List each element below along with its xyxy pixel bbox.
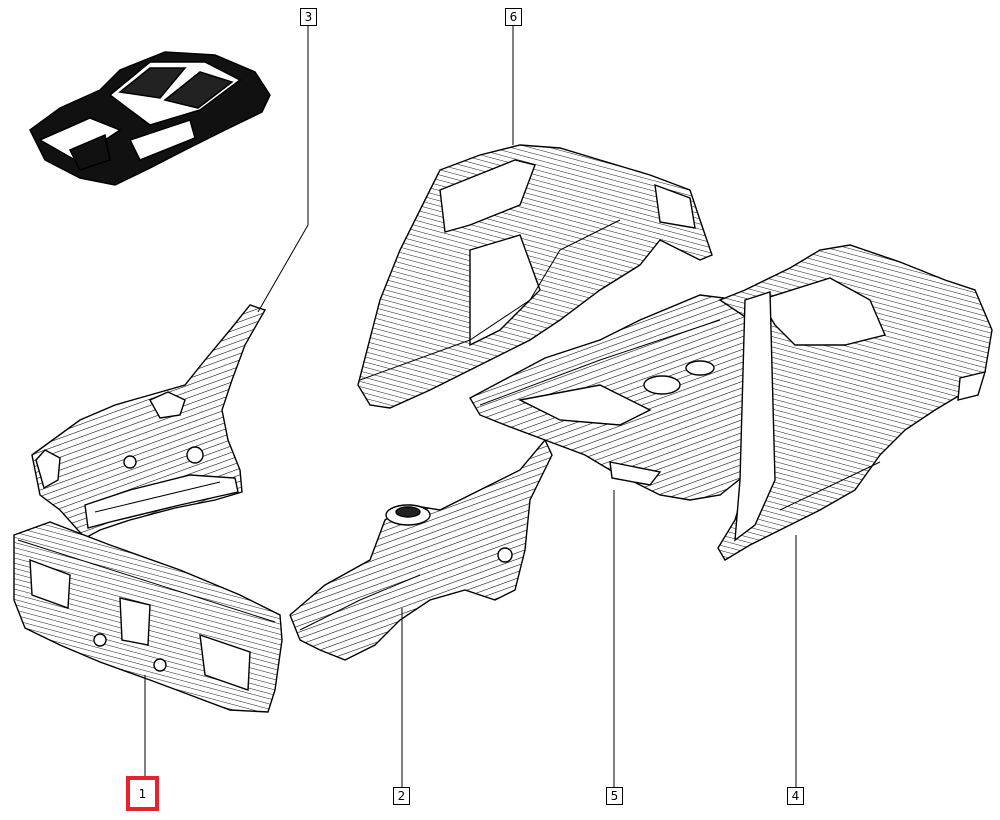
body-shell-thumbnail xyxy=(29,51,271,186)
callout-2[interactable]: 2 xyxy=(393,787,410,805)
callout-5-label: 5 xyxy=(610,789,619,803)
callout-4[interactable]: 4 xyxy=(787,787,804,805)
callout-2-label: 2 xyxy=(397,789,406,803)
callout-4-label: 4 xyxy=(791,789,800,803)
part-2-front-side-member xyxy=(289,438,553,661)
part-3-front-wheelhouse xyxy=(31,304,267,539)
callout-3-label: 3 xyxy=(304,10,313,24)
callout-1[interactable]: 1 xyxy=(126,776,159,811)
part-1-front-panel xyxy=(13,521,283,713)
part-4-body-side-panel xyxy=(717,244,993,561)
leader-line-3b xyxy=(257,224,309,313)
part-5-floor-pan xyxy=(469,294,791,501)
leader-lines xyxy=(144,26,797,787)
callout-6[interactable]: 6 xyxy=(505,8,522,26)
callout-6-label: 6 xyxy=(509,10,518,24)
part-6-rear-inner-quarter xyxy=(357,144,713,409)
callout-5[interactable]: 5 xyxy=(606,787,623,805)
callout-3[interactable]: 3 xyxy=(300,8,317,26)
callout-1-label: 1 xyxy=(138,786,147,801)
